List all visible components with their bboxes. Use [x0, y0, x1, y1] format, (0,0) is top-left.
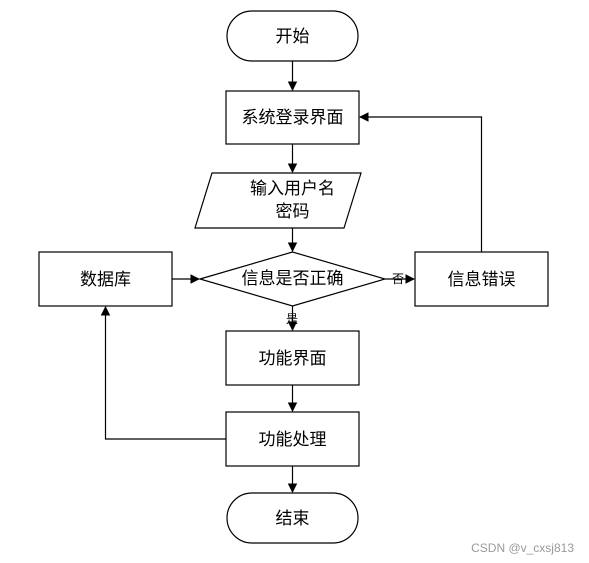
login-node: 系统登录界面: [225, 90, 360, 145]
function-ui-node: 功能界面: [225, 330, 360, 386]
database-label: 数据库: [80, 270, 131, 290]
function-proc-node: 功能处理: [225, 411, 360, 467]
input-node: 输入用户名 密码: [194, 172, 362, 229]
start-label: 开始: [276, 27, 310, 47]
edge-label-no: 否: [392, 272, 404, 286]
decision-label: 信息是否正确: [242, 269, 344, 289]
login-label: 系统登录界面: [242, 108, 344, 128]
end-node: 结束: [226, 492, 359, 544]
function-ui-label: 功能界面: [259, 349, 327, 369]
input-label-line2: 密码: [276, 202, 310, 222]
error-label: 信息错误: [448, 270, 516, 290]
decision-node: 信息是否正确: [197, 251, 388, 307]
start-node: 开始: [226, 10, 359, 62]
edge-proc-database: [100, 306, 226, 440]
watermark: CSDN @v_cxsj813: [471, 541, 574, 555]
edge-error-login: [359, 112, 483, 252]
end-label: 结束: [276, 509, 310, 529]
database-node: 数据库: [38, 251, 173, 307]
function-proc-label: 功能处理: [259, 430, 327, 450]
edge-label-yes: 是: [286, 312, 298, 326]
input-label-line1: 输入用户名: [250, 179, 335, 199]
error-node: 信息错误: [414, 251, 549, 307]
